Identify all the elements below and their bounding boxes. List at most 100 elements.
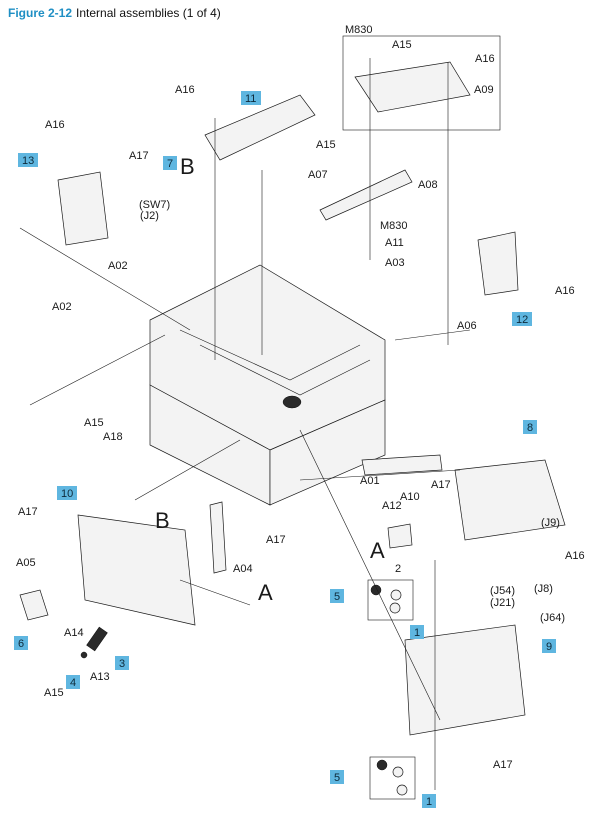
cover-plate-a09 bbox=[354, 61, 471, 113]
svg-text:9: 9 bbox=[546, 641, 552, 653]
callout-5-top: 5 bbox=[330, 589, 344, 603]
label-j8: (J8) bbox=[534, 583, 553, 595]
label-a17: A17 bbox=[493, 759, 513, 771]
roller-group-frame bbox=[369, 756, 416, 800]
label-a01: A01 bbox=[360, 475, 380, 487]
part-6 bbox=[19, 589, 49, 621]
svg-text:13: 13 bbox=[22, 155, 34, 167]
label-sw7: (SW7) bbox=[139, 199, 170, 211]
label-a16: A16 bbox=[475, 53, 495, 65]
label-a04: A04 bbox=[233, 563, 253, 575]
label-a06: A06 bbox=[457, 320, 477, 332]
label-a15: A15 bbox=[84, 417, 104, 429]
callout-5-bottom: 5 bbox=[330, 770, 344, 784]
reference-letter-b: B bbox=[180, 154, 195, 179]
gear-3 bbox=[86, 626, 108, 652]
svg-text:5: 5 bbox=[334, 772, 340, 784]
label-a08: A08 bbox=[418, 179, 438, 191]
label-a16: A16 bbox=[555, 285, 575, 297]
label-j54: (J54) bbox=[490, 585, 515, 597]
callout-3: 3 bbox=[115, 656, 129, 670]
callout-10: 10 bbox=[57, 486, 77, 500]
svg-text:7: 7 bbox=[167, 158, 173, 170]
label-a17: A17 bbox=[431, 479, 451, 491]
label-a10: A10 bbox=[400, 491, 420, 503]
callout-1-top: 1 bbox=[410, 625, 424, 639]
assembly-12 bbox=[477, 231, 519, 296]
label-a13: A13 bbox=[90, 671, 110, 683]
m830-inset-frame bbox=[342, 35, 501, 131]
bracket-a04 bbox=[209, 501, 227, 574]
label-a14: A14 bbox=[64, 627, 84, 639]
reference-letter-b: B bbox=[155, 508, 170, 533]
svg-text:1: 1 bbox=[414, 627, 420, 639]
callout-8: 8 bbox=[523, 420, 537, 434]
svg-text:6: 6 bbox=[18, 638, 24, 650]
callout-11: 11 bbox=[241, 91, 261, 105]
label-a11: A11 bbox=[385, 237, 404, 249]
label-a02: A02 bbox=[52, 301, 72, 313]
bracket-a07 bbox=[319, 169, 413, 221]
svg-text:1: 1 bbox=[426, 796, 432, 808]
part-a01 bbox=[361, 454, 443, 476]
label-a16: A16 bbox=[175, 84, 195, 96]
assembly-10 bbox=[77, 514, 196, 626]
main-chassis-right bbox=[269, 399, 386, 506]
part-2 bbox=[387, 523, 413, 549]
svg-text:10: 10 bbox=[61, 488, 73, 500]
label-a15: A15 bbox=[392, 39, 412, 51]
label-a18: A18 bbox=[103, 431, 123, 443]
label-j21: (J21) bbox=[490, 597, 515, 609]
figure-title: Internal assemblies (1 of 4) bbox=[76, 6, 221, 20]
svg-text:5: 5 bbox=[334, 591, 340, 603]
callout-7: 7 bbox=[163, 156, 177, 170]
bushing-4 bbox=[80, 651, 88, 659]
label-a15: A15 bbox=[44, 687, 64, 699]
label-j64: (J64) bbox=[540, 612, 565, 624]
callout-13: 13 bbox=[18, 153, 38, 167]
label-a16: A16 bbox=[565, 550, 585, 562]
reference-letter-a: A bbox=[258, 580, 273, 605]
callout-9: 9 bbox=[542, 639, 556, 653]
assembly-13 bbox=[57, 171, 109, 246]
svg-text:3: 3 bbox=[119, 658, 125, 670]
roller-5-bottom-c bbox=[396, 784, 408, 796]
roller-group-frame bbox=[367, 579, 414, 621]
svg-text:11: 11 bbox=[245, 93, 256, 105]
chassis-rail bbox=[179, 329, 361, 381]
label-m830: M830 bbox=[345, 24, 373, 36]
label-a12: A12 bbox=[382, 500, 402, 512]
roller-5-top-b bbox=[390, 589, 402, 601]
svg-text:8: 8 bbox=[527, 422, 533, 434]
label-a09: A09 bbox=[474, 84, 494, 96]
figure-number: Figure 2-12 bbox=[8, 6, 73, 20]
label-a03: A03 bbox=[385, 257, 405, 269]
assembly-8 bbox=[454, 459, 566, 541]
roller-5-top bbox=[370, 584, 382, 596]
svg-text:12: 12 bbox=[516, 314, 528, 326]
callout-4: 4 bbox=[66, 675, 80, 689]
svg-text:4: 4 bbox=[70, 677, 76, 689]
callout-12: 12 bbox=[512, 312, 532, 326]
callout-2: 2 bbox=[395, 563, 401, 575]
assembly-9 bbox=[404, 624, 526, 736]
label-j9: (J9) bbox=[541, 517, 560, 529]
callout-1-bottom: 1 bbox=[422, 794, 436, 808]
chassis-gear bbox=[282, 395, 302, 409]
chassis-rail bbox=[199, 344, 371, 396]
label-a17: A17 bbox=[129, 150, 149, 162]
reference-letter-a: A bbox=[370, 538, 385, 563]
callout-6: 6 bbox=[14, 636, 28, 650]
label-a15: A15 bbox=[316, 139, 336, 151]
label-a07: A07 bbox=[308, 169, 328, 181]
label-a17: A17 bbox=[266, 534, 286, 546]
label-a02: A02 bbox=[108, 260, 128, 272]
label-a05: A05 bbox=[16, 557, 36, 569]
label-a17: A17 bbox=[18, 506, 38, 518]
label-m830: M830 bbox=[380, 220, 408, 232]
roller-5-bottom bbox=[376, 759, 388, 771]
roller-5-top-c bbox=[389, 602, 401, 614]
label-a16: A16 bbox=[45, 119, 65, 131]
